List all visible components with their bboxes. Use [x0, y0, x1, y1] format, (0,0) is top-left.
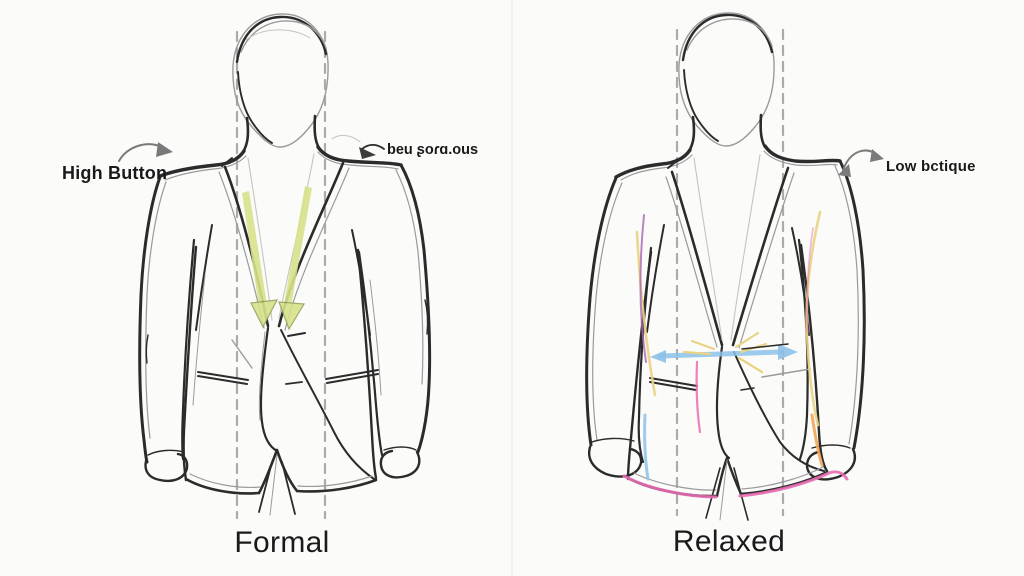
sleeves-sketch-relaxed: [585, 159, 866, 481]
garbled-annotation-label: beu ʂoɾɑ.ous: [387, 142, 479, 158]
low-button-label: Low bctique: [886, 158, 976, 175]
guide-lines-relaxed: [675, 28, 785, 517]
jacket-buttons-relaxed: [719, 383, 755, 402]
high-stance-arrows: [242, 186, 312, 331]
high-button-callout-arrow: [118, 142, 173, 162]
jacket-body-sketch-formal: [182, 153, 379, 516]
relaxed-accent-lines: [622, 210, 849, 499]
head-sketch-formal: [232, 13, 329, 148]
sleeves-sketch-formal: [138, 163, 432, 482]
high-button-label: High Button: [62, 163, 168, 183]
formal-caption: Formal: [234, 526, 330, 559]
figure-relaxed: [585, 12, 884, 521]
guide-lines-formal: [235, 30, 327, 520]
head-sketch-relaxed: [678, 12, 775, 147]
figure-formal: [118, 13, 432, 520]
shoulders-sketch-formal: [158, 114, 403, 181]
panel-divider: [511, 0, 513, 576]
shoulders-sketch-relaxed: [614, 113, 842, 181]
garbled-callout-arrow: [331, 134, 385, 159]
low-button-callout-arrow: [838, 149, 884, 177]
low-stance-arrows: [650, 331, 798, 374]
bottom-button: [719, 383, 738, 402]
bottom-button: [264, 376, 284, 396]
jacket-body-sketch-relaxed: [626, 154, 829, 521]
relaxed-caption: Relaxed: [672, 525, 786, 558]
jacket-buttons-formal: [264, 332, 306, 396]
